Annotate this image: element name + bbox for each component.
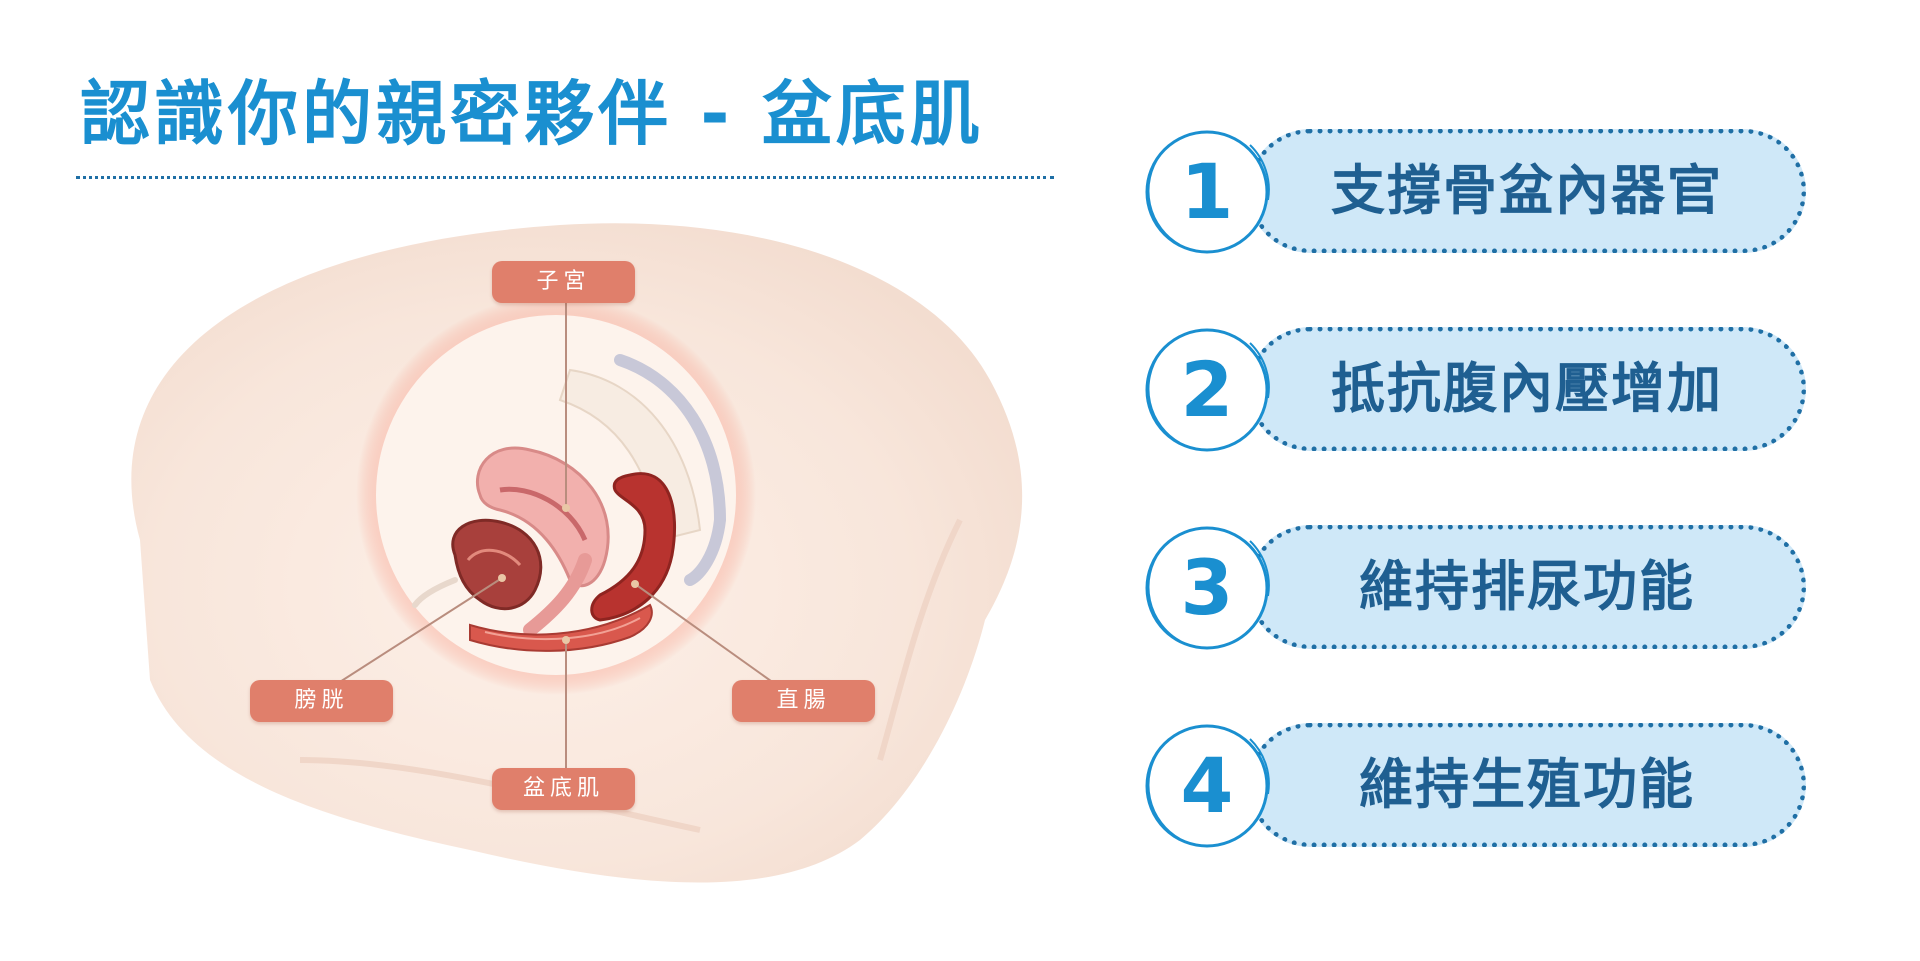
- function-number: 2: [1180, 345, 1234, 434]
- leader-dot-rectum: [631, 580, 639, 588]
- function-text: 維持排尿功能: [1359, 555, 1695, 618]
- function-number: 1: [1180, 147, 1234, 236]
- page-title: 認識你的親密夥伴 - 盆底肌: [80, 73, 984, 155]
- number-badge: [1145, 328, 1270, 452]
- label-uterus: 子宮: [492, 261, 635, 303]
- leader-dot-bladder: [498, 574, 506, 582]
- function-pill: [1248, 723, 1806, 847]
- spine: [614, 354, 727, 586]
- function-pill: [1248, 525, 1806, 649]
- function-item-3: 維持排尿功能 3: [1140, 521, 1820, 656]
- function-text: 維持生殖功能: [1359, 753, 1695, 816]
- number-badge: [1145, 130, 1270, 254]
- function-text: 支撐骨盆內器官: [1331, 159, 1723, 222]
- number-badge: [1145, 526, 1270, 650]
- function-pill: [1248, 129, 1806, 253]
- urethra: [412, 577, 458, 608]
- title-divider: [76, 176, 1054, 179]
- bladder: [451, 518, 543, 611]
- function-item-2: 抵抗腹內壓增加 2: [1140, 323, 1820, 458]
- leader-bladder: [317, 577, 503, 697]
- function-number: 4: [1180, 741, 1234, 830]
- leader-dot-pelvic-floor: [562, 636, 570, 644]
- pelvic-floor-muscle: [469, 603, 653, 652]
- label-pelvic-floor: 盆底肌: [492, 768, 635, 810]
- uterus: [475, 446, 610, 588]
- uterus-cavity: [499, 486, 588, 542]
- body-fold: [877, 518, 963, 761]
- leader-dot-uterus: [562, 504, 570, 512]
- leader-rectum: [634, 583, 793, 697]
- vaginal-canal: [523, 553, 592, 637]
- label-bladder: 膀胱: [250, 680, 393, 722]
- label-rectum: 直腸: [732, 680, 875, 722]
- rectum: [590, 472, 676, 622]
- function-text: 抵抗腹內壓增加: [1331, 357, 1723, 420]
- function-item-4: 維持生殖功能 4: [1140, 719, 1820, 854]
- number-badge: [1145, 724, 1270, 848]
- bladder-lining: [466, 548, 522, 567]
- function-number: 3: [1180, 543, 1234, 632]
- function-item-1: 支撐骨盆內器官 1: [1140, 125, 1820, 260]
